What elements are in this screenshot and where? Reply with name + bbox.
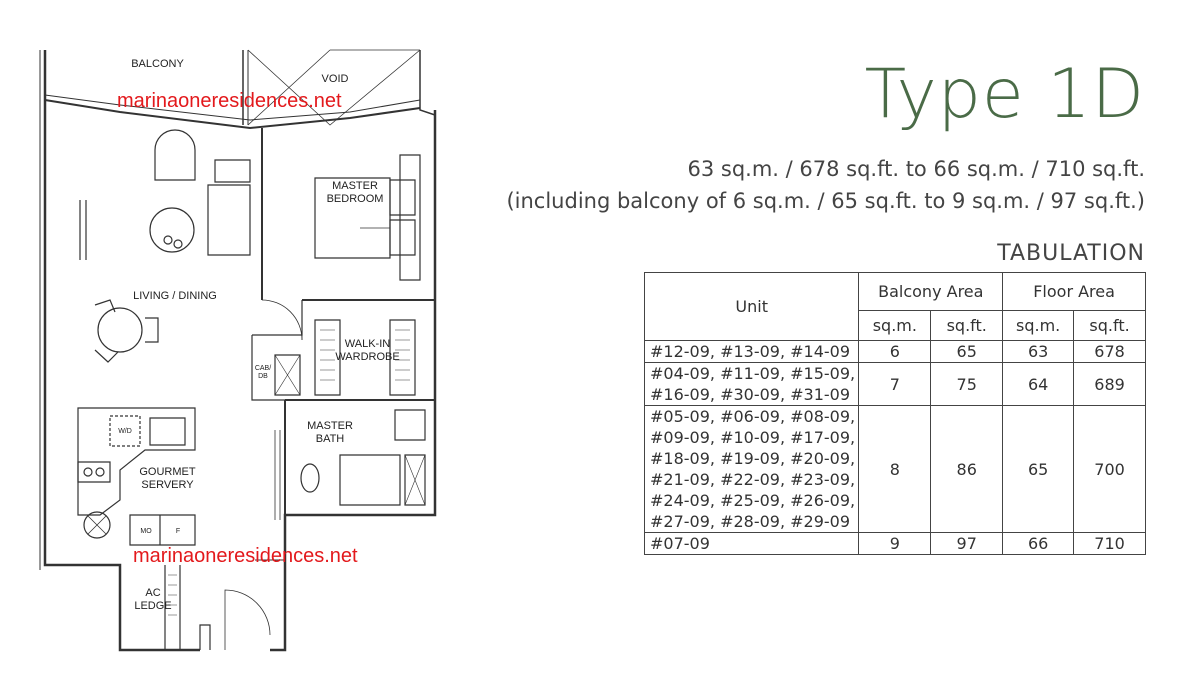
void-label: VOID — [321, 73, 349, 85]
table-row: #04-09, #11-09, #15-09, #16-09, #30-09, … — [643, 362, 1146, 406]
unit-cell: #05-09, #06-09, #08-09, #09-09, #10-09, … — [643, 405, 860, 533]
balcony-sqm-cell: 8 — [858, 405, 932, 533]
walk-in-wardrobe-label: WALK-IN WARDROBE — [335, 338, 400, 363]
floor-area-range: 63 sq.m. / 678 sq.ft. to 66 sq.m. / 710 … — [687, 157, 1145, 181]
balcony-sqft-cell: 75 — [930, 362, 1004, 406]
master-bedroom-label: MASTER BEDROOM — [326, 180, 384, 205]
balcony-label: BALCONY — [131, 58, 184, 70]
balcony-area-header: Balcony Area — [858, 272, 1004, 311]
balcony-sqm-cell: 9 — [858, 532, 932, 555]
floor-sqm-cell: 65 — [1002, 405, 1075, 533]
unit-cell: #04-09, #11-09, #15-09, #16-09, #30-09, … — [643, 362, 860, 406]
unit-header: Unit — [643, 272, 860, 341]
floor-sqft-cell: 710 — [1073, 532, 1146, 555]
table-row: #05-09, #06-09, #08-09, #09-09, #10-09, … — [643, 405, 1146, 533]
mo-label: MO — [140, 528, 152, 535]
floor-sqft-cell: 700 — [1073, 405, 1146, 533]
floor-sqm-cell: 64 — [1002, 362, 1075, 406]
floor-sqm-cell: 66 — [1002, 532, 1075, 555]
floor-plan: BALCONY VOID MASTER BEDROOM LIVING / DIN… — [0, 0, 450, 696]
floor-sqm-header: sq.m. — [1002, 310, 1075, 341]
floor-sqm-cell: 63 — [1002, 340, 1075, 363]
tabulation-table: Unit Balcony Area Floor Area sq.m. sq.ft… — [643, 272, 1146, 555]
wd-label: W/D — [118, 428, 132, 435]
balcony-sqft-cell: 65 — [930, 340, 1004, 363]
f-label: F — [175, 528, 181, 535]
living-dining-label: LIVING / DINING — [133, 290, 217, 302]
balcony-sqm-header: sq.m. — [858, 310, 932, 341]
balcony-sqm-cell: 7 — [858, 362, 932, 406]
floor-area-header: Floor Area — [1002, 272, 1146, 311]
balcony-sqft-header: sq.ft. — [930, 310, 1004, 341]
balcony-area-range: (including balcony of 6 sq.m. / 65 sq.ft… — [506, 189, 1145, 213]
floor-plan-drawing — [39, 49, 437, 652]
master-bath-label: MASTER BATH — [307, 420, 353, 445]
watermark-bottom: marinaoneresidences.net — [133, 545, 358, 567]
balcony-sqm-cell: 6 — [858, 340, 932, 363]
balcony-sqft-cell: 97 — [930, 532, 1004, 555]
floor-sqft-cell: 689 — [1073, 362, 1146, 406]
unit-cell: #12-09, #13-09, #14-09 — [643, 340, 860, 363]
ac-ledge-label: AC LEDGE — [134, 587, 172, 612]
cab-db-label: CAB/ DB — [254, 365, 272, 380]
gourmet-servery-label: GOURMET SERVERY — [139, 466, 196, 491]
balcony-sqft-cell: 86 — [930, 405, 1004, 533]
unit-type-title: Type 1D — [864, 55, 1145, 134]
floor-sqft-cell: 678 — [1073, 340, 1146, 363]
tabulation-title: TABULATION — [997, 241, 1145, 266]
floor-sqft-header: sq.ft. — [1073, 310, 1146, 341]
watermark-top: marinaoneresidences.net — [117, 90, 342, 112]
unit-cell: #07-09 — [643, 532, 860, 555]
